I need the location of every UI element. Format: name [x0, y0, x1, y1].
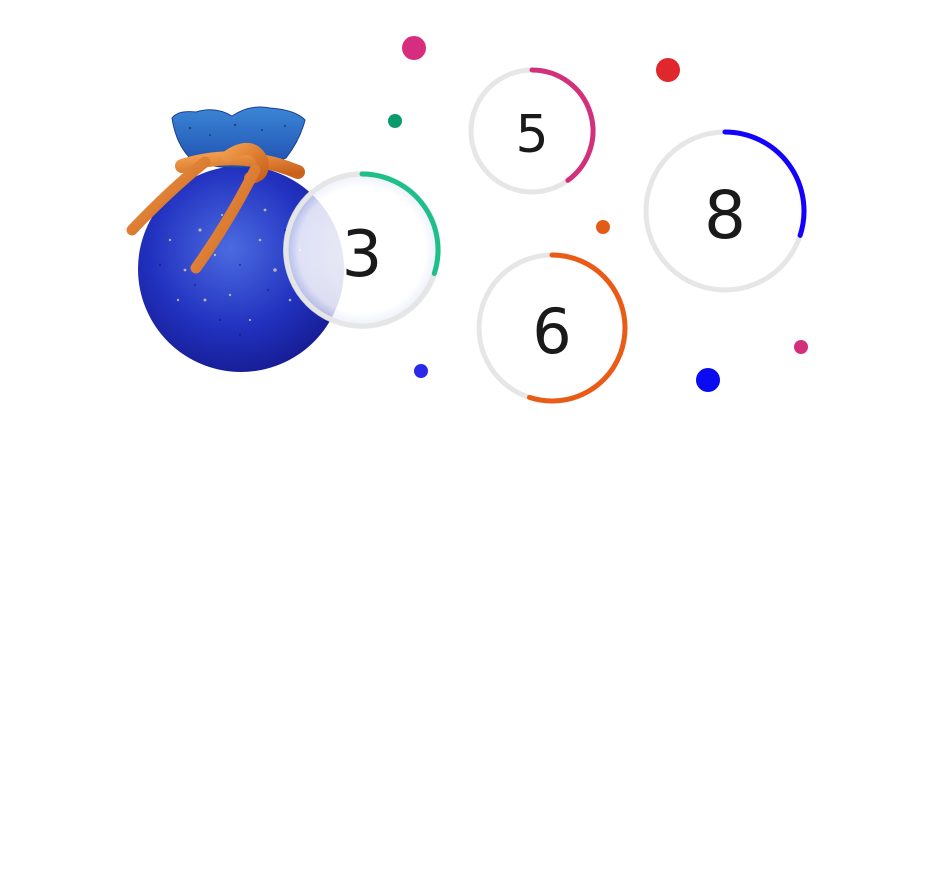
ring-5: 5 — [468, 67, 596, 195]
ring-progress — [529, 67, 596, 183]
ring-number: 5 — [515, 105, 548, 165]
confetti-dot — [696, 368, 720, 392]
confetti-dot — [388, 114, 402, 128]
ring-number: 8 — [704, 177, 746, 254]
bag-tie — [126, 143, 305, 274]
ring-6: 6 — [476, 252, 628, 404]
confetti-dot — [794, 340, 808, 354]
ring-3-glass — [283, 171, 441, 329]
confetti-dot — [414, 364, 428, 378]
confetti — [388, 36, 808, 392]
confetti-dot — [596, 220, 610, 234]
ring-number: 3 — [342, 218, 383, 292]
ring-number: 6 — [532, 295, 571, 368]
ring-8: 8 — [643, 129, 807, 293]
ring-progress — [359, 171, 441, 276]
ring-progress — [526, 252, 628, 404]
ring-3: 3 — [283, 171, 441, 329]
confetti-dot — [402, 36, 426, 60]
ring-progress — [722, 129, 807, 238]
confetti-dot — [656, 58, 680, 82]
